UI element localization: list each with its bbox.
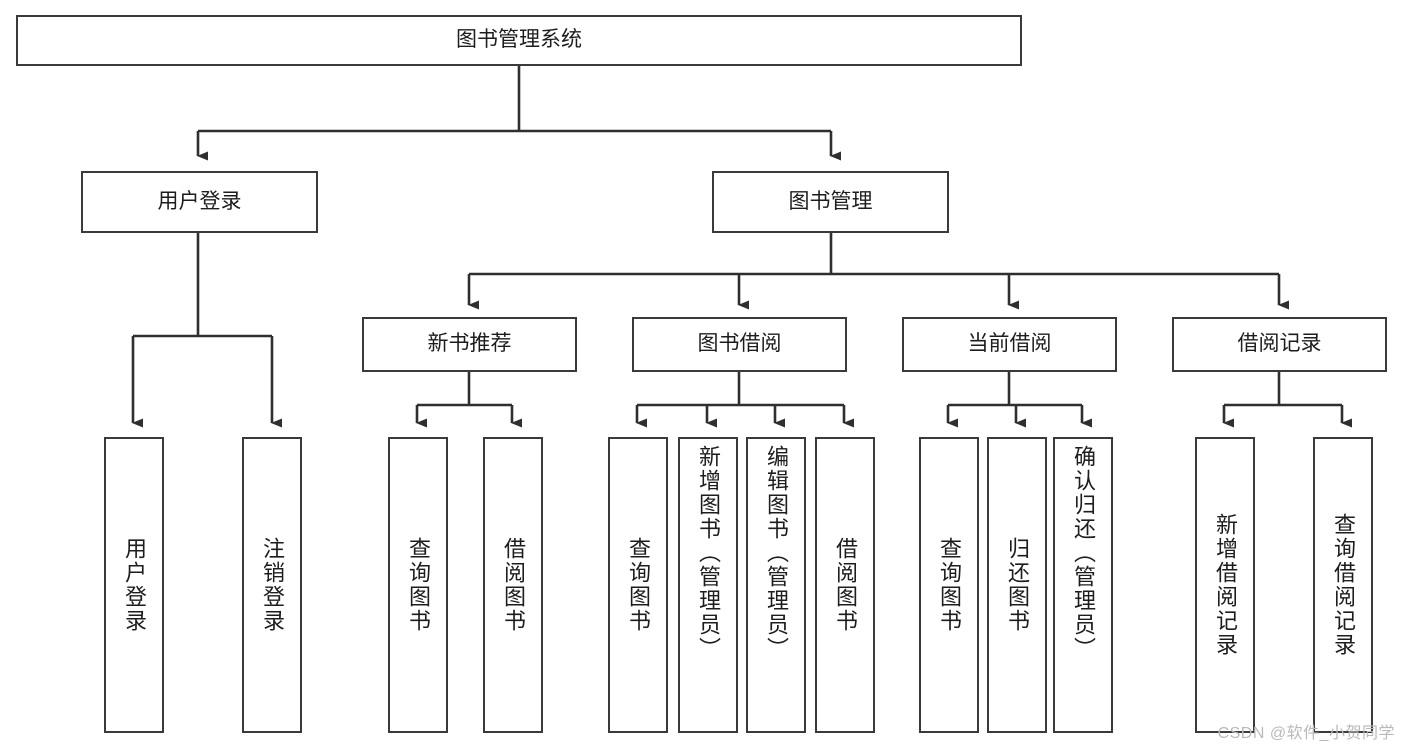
leaf-edit-book-admin[interactable]: 编辑图书（管理员） xyxy=(746,437,806,733)
leaf-return-book[interactable]: 归还图书 xyxy=(987,437,1047,733)
leaf-query-book-borrow[interactable]: 查询图书 xyxy=(608,437,668,733)
node-label: 查询图书 xyxy=(626,537,651,633)
leaf-borrow-book[interactable]: 借阅图书 xyxy=(815,437,875,733)
leaf-confirm-return-admin[interactable]: 确认归还（管理员） xyxy=(1053,437,1113,733)
node-label: 新书推荐 xyxy=(427,332,512,356)
node-label: 当前借阅 xyxy=(967,332,1052,356)
node-label: 用户登录 xyxy=(122,537,147,633)
node-label: 图书借阅 xyxy=(697,332,782,356)
node-user-login[interactable]: 用户登录 xyxy=(81,171,318,233)
node-label: 查询图书 xyxy=(406,537,431,633)
leaf-user-login[interactable]: 用户登录 xyxy=(104,437,164,733)
node-root-book-management-system[interactable]: 图书管理系统 xyxy=(16,15,1022,66)
node-new-book-recommendation[interactable]: 新书推荐 xyxy=(362,317,577,372)
leaf-borrow-book-recommend[interactable]: 借阅图书 xyxy=(483,437,543,733)
node-label: 查询借阅记录 xyxy=(1331,513,1356,657)
watermark-text: CSDN @软件_小贺同学 xyxy=(1217,725,1395,742)
node-label: 图书管理系统 xyxy=(456,28,582,52)
node-label: 编辑图书（管理员） xyxy=(764,445,789,661)
node-label: 用户登录 xyxy=(157,189,242,213)
node-borrowing-record[interactable]: 借阅记录 xyxy=(1172,317,1387,372)
leaf-query-book-current[interactable]: 查询图书 xyxy=(919,437,979,733)
node-label: 注销登录 xyxy=(260,537,285,633)
node-book-borrowing[interactable]: 图书借阅 xyxy=(632,317,847,372)
node-label: 新增借阅记录 xyxy=(1213,513,1238,657)
leaf-query-borrow-record[interactable]: 查询借阅记录 xyxy=(1313,437,1373,733)
node-label: 归还图书 xyxy=(1005,537,1030,633)
node-label: 查询图书 xyxy=(937,537,962,633)
leaf-query-book-recommend[interactable]: 查询图书 xyxy=(388,437,448,733)
node-label: 借阅图书 xyxy=(501,537,526,633)
node-label: 新增图书（管理员） xyxy=(696,445,721,661)
node-label: 图书管理 xyxy=(788,189,873,213)
node-current-borrowing[interactable]: 当前借阅 xyxy=(902,317,1117,372)
leaf-logout[interactable]: 注销登录 xyxy=(242,437,302,733)
leaf-add-book-admin[interactable]: 新增图书（管理员） xyxy=(678,437,738,733)
node-label: 借阅记录 xyxy=(1237,332,1322,356)
node-label: 确认归还（管理员） xyxy=(1071,445,1096,661)
leaf-add-borrow-record[interactable]: 新增借阅记录 xyxy=(1195,437,1255,733)
node-book-management[interactable]: 图书管理 xyxy=(712,171,949,233)
node-label: 借阅图书 xyxy=(833,537,858,633)
